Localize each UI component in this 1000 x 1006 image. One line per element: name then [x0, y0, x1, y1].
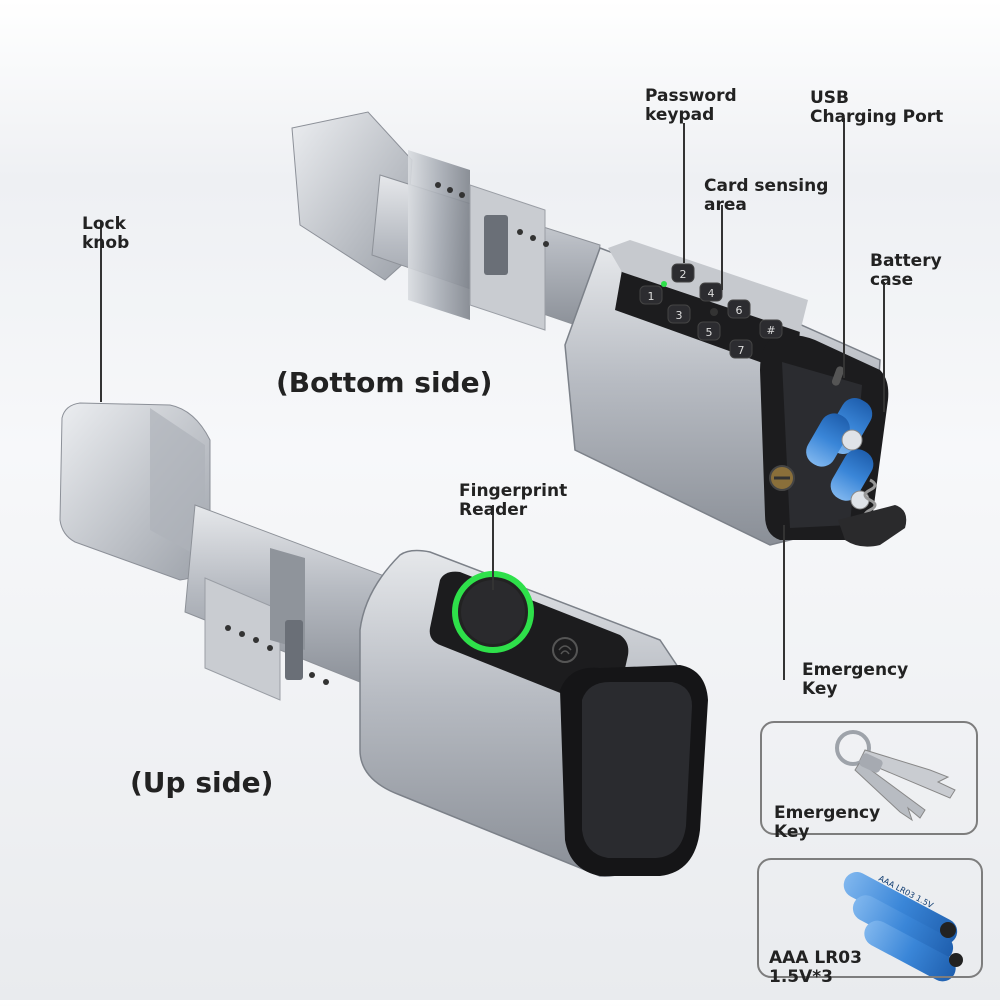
battery-pack-illustration [806, 398, 907, 547]
keypad [639, 263, 783, 359]
aaa-battery-illustration: AAA LR03 1.5V [843, 871, 963, 982]
leader-card-sensing [721, 205, 723, 290]
leader-password-keypad [683, 123, 685, 263]
leader-battery-case [883, 282, 885, 412]
leader-usb-port [843, 118, 845, 378]
key-7: 7 [738, 344, 745, 357]
key-1: 1 [648, 290, 655, 303]
key-5: 5 [706, 326, 713, 339]
fingerprint-icon [552, 637, 578, 663]
leader-emergency-key [783, 525, 785, 680]
bottom-side-label: (Bottom side) [276, 366, 493, 399]
leader-lock-knob [100, 222, 102, 402]
key-hash: # [766, 324, 775, 337]
emergency-key-illustration [835, 730, 956, 822]
key-4: 4 [708, 287, 715, 300]
key-6: 6 [736, 304, 743, 317]
up-side-label: (Up side) [130, 766, 274, 799]
up-lock [59, 402, 708, 877]
key-3: 3 [676, 309, 683, 322]
key-2: 2 [680, 268, 687, 281]
leader-fingerprint [492, 505, 494, 590]
